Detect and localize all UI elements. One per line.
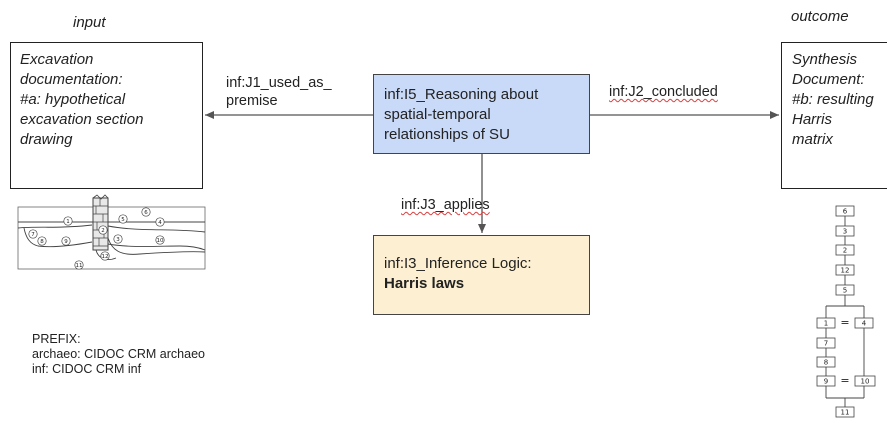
outcome-heading: outcome <box>791 8 849 25</box>
edge-label-concluded-text: inf:J2_concluded <box>609 84 718 100</box>
prefix-title: PREFIX: <box>32 332 81 346</box>
input-line: drawing <box>20 131 73 148</box>
edge-label-used-as-premise: inf:J1_used_as_ premise <box>226 74 332 110</box>
logic-title: inf:I3_Inference Logic: <box>384 255 532 272</box>
outcome-line: Harris <box>792 111 832 128</box>
reasoning-line: spatial-temporal <box>384 106 491 123</box>
edge-label-line: premise <box>226 93 278 109</box>
input-heading: input <box>73 14 106 31</box>
logic-harris-laws: Harris laws <box>384 275 465 292</box>
edge-label-applies-text: inf:J3_applies <box>401 197 490 213</box>
outcome-line: #b: resulting <box>792 91 874 108</box>
outcome-line: matrix <box>792 131 833 148</box>
input-line: #a: hypothetical <box>20 91 126 108</box>
input-document-box: Excavation documentation: #a: hypothetic… <box>10 42 203 189</box>
outcome-line: Document: <box>792 71 865 88</box>
outcome-line: Synthesis <box>792 51 858 68</box>
reasoning-line: relationships of SU <box>384 126 510 143</box>
input-line: documentation: <box>20 71 123 88</box>
prefix-line: inf: CIDOC CRM inf <box>32 362 142 376</box>
input-line: excavation section <box>20 111 144 128</box>
outcome-document-box: Synthesis Document: #b: resulting Harris… <box>781 42 887 189</box>
prefix-line: archaeo: CIDOC CRM archaeo <box>32 347 205 361</box>
reasoning-line: inf:I5_Reasoning about <box>384 86 539 103</box>
inference-logic-box: inf:I3_Inference Logic: Harris laws <box>373 235 590 315</box>
edge-label-applies: inf:J3_applies <box>401 196 490 214</box>
input-line: Excavation <box>20 51 94 68</box>
edge-label-concluded: inf:J2_concluded <box>609 83 718 101</box>
reasoning-box: inf:I5_Reasoning about spatial-temporal … <box>373 74 590 154</box>
edge-label-line: inf:J1_used_as_ <box>226 75 332 91</box>
prefix-block: PREFIX: archaeo: CIDOC CRM archaeo inf: … <box>32 332 205 377</box>
